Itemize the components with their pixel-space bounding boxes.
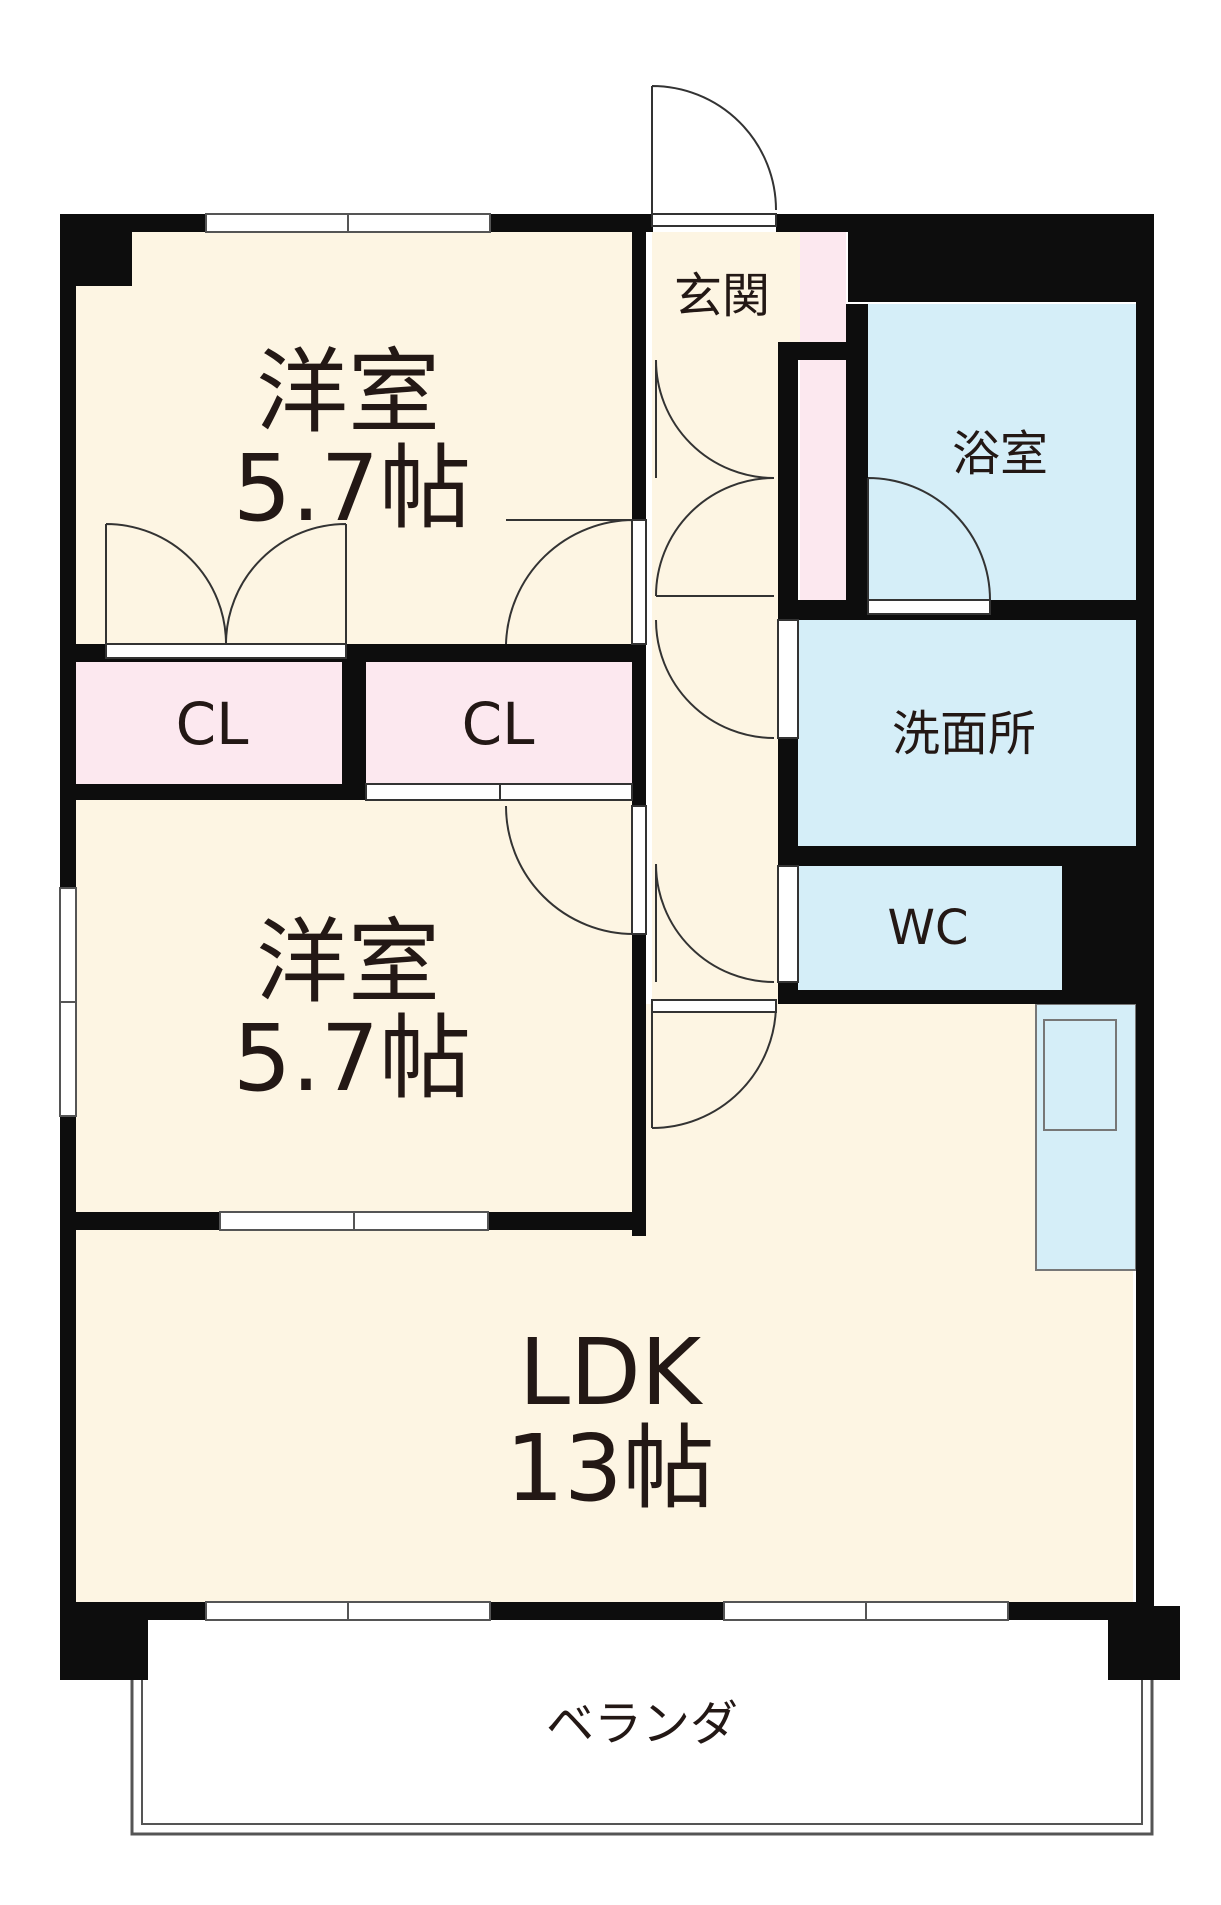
hall-door-1-swing — [655, 359, 775, 479]
doors — [105, 85, 991, 1129]
wall-bedroom-right — [632, 214, 646, 1236]
windows — [59, 213, 1009, 1621]
entrance-label: 玄関 — [674, 268, 770, 324]
bedroom-top-floor — [76, 232, 639, 644]
closet-right-label: CL — [462, 690, 535, 758]
floors — [76, 232, 1137, 1602]
bedroom-bottom-name: 洋室 — [256, 909, 440, 1016]
closet-left-floor — [76, 662, 342, 784]
bedroom-bottom-size: 5.7帖 — [233, 1005, 471, 1112]
bath-door-threshold — [867, 599, 991, 615]
ldk-size: 13帖 — [505, 1415, 714, 1522]
wall-bath-left — [846, 304, 868, 604]
shoe-closet-floor-2 — [800, 360, 846, 602]
wc-door-swing — [655, 863, 775, 983]
closet-right-floor — [366, 662, 632, 784]
bedroom-top-size: 5.7帖 — [233, 435, 471, 542]
sink — [1043, 1019, 1117, 1131]
closet-door-right-swing — [225, 523, 347, 645]
wash-door-threshold — [777, 619, 799, 739]
washroom-floor — [798, 620, 1136, 846]
wall-closet-divider — [342, 650, 366, 800]
front-door-threshold — [651, 213, 777, 227]
column-bottom-left — [60, 1602, 148, 1680]
hallway-floor — [652, 232, 778, 1004]
ldk-door-threshold — [651, 999, 777, 1013]
ldk-door-swing — [651, 1003, 777, 1129]
front-door-swing — [651, 85, 777, 214]
column-top-right — [848, 214, 1154, 302]
hall-door-2-swing — [655, 477, 775, 597]
labels: 洋室 5.7帖 CL CL 玄関 浴室 洗面所 WC 洋室 5.7帖 LDK 1… — [176, 268, 1048, 1752]
wall-wc-bottom — [778, 990, 1136, 1004]
wall-wash-bottom — [778, 846, 1136, 866]
closet-door-threshold — [105, 643, 347, 659]
wash-door-swing — [655, 619, 775, 739]
wall-outer-right — [1136, 214, 1154, 1616]
ldk-name: LDK — [519, 1319, 704, 1426]
wc-door-threshold — [777, 865, 799, 983]
shoe-closet-floor-1 — [800, 232, 846, 342]
veranda-label: ベランダ — [546, 1696, 738, 1752]
bath-door-swing — [867, 477, 991, 601]
bedroom-bottom-door-swing — [505, 805, 635, 935]
bathroom-label: 浴室 — [952, 426, 1048, 482]
closet-door-left-swing — [105, 523, 227, 645]
ldk-floor — [76, 1004, 1133, 1602]
column-toilet — [1062, 846, 1136, 996]
toilet-floor — [798, 866, 1062, 990]
toilet-label: WC — [888, 900, 969, 956]
column-top-left — [60, 214, 132, 286]
entrance-floor — [652, 232, 800, 342]
washroom-label: 洗面所 — [892, 706, 1036, 762]
bedroom-top-name: 洋室 — [256, 339, 440, 446]
bathroom-floor — [868, 304, 1136, 600]
bedroom-top-door-threshold — [631, 519, 647, 645]
bedroom-bottom-door-threshold — [631, 805, 647, 935]
closet-left-label: CL — [176, 690, 249, 758]
wall-entrance-bottom — [778, 342, 848, 360]
column-bottom-right — [1108, 1606, 1180, 1680]
